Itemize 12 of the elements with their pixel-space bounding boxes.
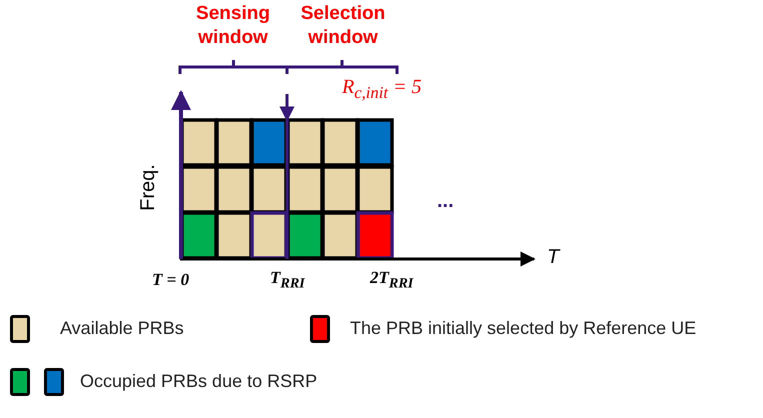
window-label: Sensing window [195,2,271,50]
axis-label: T [547,246,560,269]
legend-text: Available PRBs [60,318,184,339]
legend-text: The PRB initially selected by Reference UE [350,318,696,339]
ellipsis: ... [437,190,454,213]
tick-label: T$_{RRI}$ [270,268,305,292]
tick-label: 2T$_{RRI}$ [370,268,414,292]
legend-text: Occupied PRBs due to RSRP [80,371,318,392]
tick-label: T = 0 [152,270,190,290]
window-label: Selection window [300,2,386,50]
parameter-label: R$_{c,init}$ = 5 [342,76,422,103]
axis-label: Freq. [136,164,160,211]
